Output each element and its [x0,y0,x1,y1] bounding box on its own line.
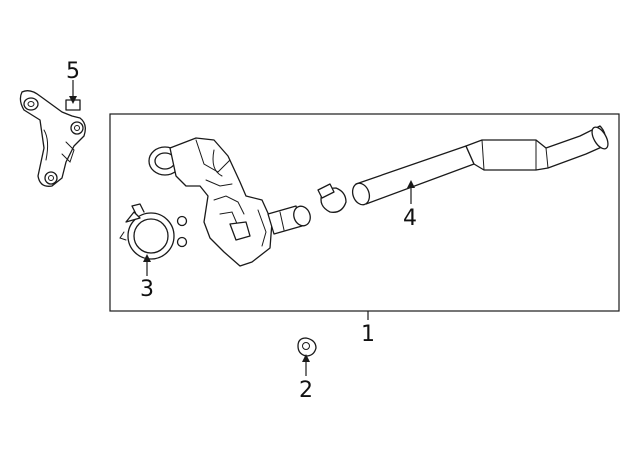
callout-4[interactable]: 4 [403,206,417,231]
callout-1[interactable]: 1 [361,322,375,347]
clamp-ring-part[interactable] [119,203,188,260]
front-exhaust-pipe-part[interactable] [350,125,611,207]
pipe-clamp-part[interactable] [317,183,347,213]
fastener-nut-part[interactable] [297,337,317,357]
callout-2[interactable]: 2 [299,378,313,403]
catalytic-converter-part[interactable] [148,137,313,267]
assembly-group-box [109,113,620,312]
callout-5[interactable]: 5 [66,59,80,84]
callout-3[interactable]: 3 [140,277,154,302]
bracket-part[interactable] [19,90,86,187]
